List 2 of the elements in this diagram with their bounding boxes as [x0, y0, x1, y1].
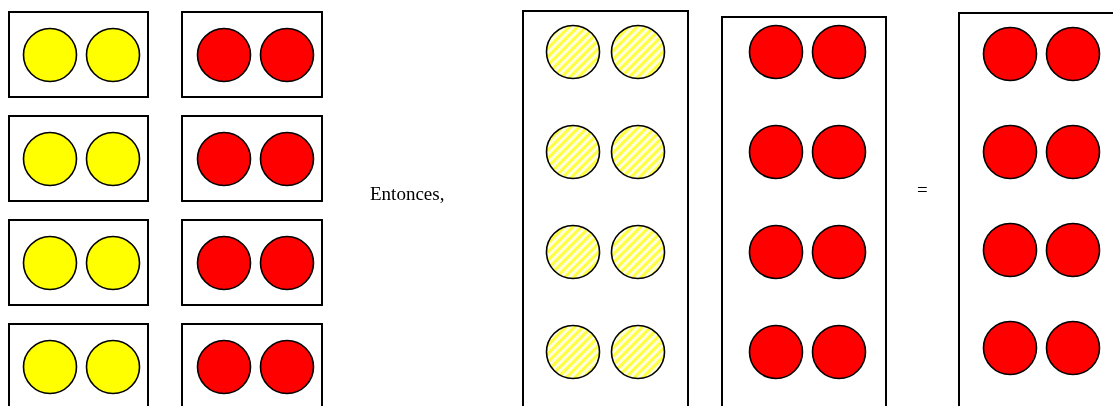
text-label: Entonces,: [370, 184, 445, 203]
equals-sign: =: [917, 180, 928, 199]
